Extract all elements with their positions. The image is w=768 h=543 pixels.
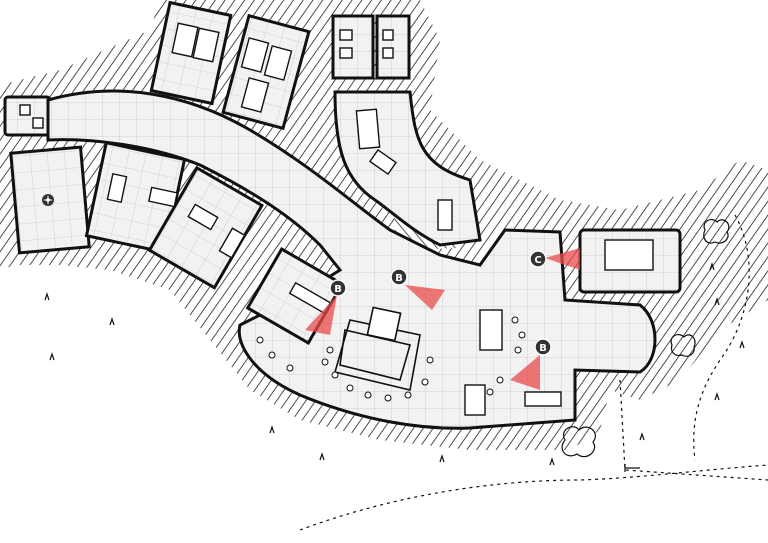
trail — [693, 214, 750, 461]
bed — [218, 227, 246, 259]
room-north-small-2 — [375, 14, 411, 80]
shrub — [670, 333, 696, 357]
marker-c-east[interactable]: C — [529, 250, 547, 268]
bed — [192, 27, 220, 63]
starburst-icon — [42, 194, 54, 206]
table — [479, 309, 503, 351]
corridor-main — [46, 89, 657, 430]
svg-text:B: B — [395, 273, 403, 284]
marker-b-center[interactable]: B — [390, 268, 408, 286]
chest — [32, 117, 44, 129]
svg-text:B: B — [334, 284, 342, 295]
crate — [382, 47, 394, 59]
room-west-entry — [3, 95, 52, 137]
shrub — [561, 426, 596, 458]
bed — [240, 77, 270, 113]
table — [368, 148, 398, 176]
table — [604, 239, 654, 271]
cone-b-west — [305, 295, 337, 335]
crate — [339, 29, 353, 41]
svg-text:C: C — [534, 255, 541, 266]
central-shrine — [333, 306, 421, 391]
sight-cones — [305, 248, 580, 390]
cone-c-east — [545, 248, 580, 270]
cone-b-south — [510, 355, 540, 390]
crate — [382, 29, 394, 41]
trail — [299, 464, 768, 531]
bed — [437, 199, 453, 231]
bed — [187, 203, 219, 231]
stools — [256, 316, 526, 402]
chest — [19, 104, 31, 116]
bed — [263, 45, 293, 81]
room-north-small-1 — [331, 14, 375, 80]
bed — [240, 37, 270, 73]
table — [524, 391, 562, 407]
marker-b-south[interactable]: B — [534, 338, 552, 356]
exterior — [44, 214, 768, 531]
table — [355, 108, 381, 150]
marker-b-west[interactable]: B — [329, 279, 347, 297]
crate — [339, 47, 353, 59]
grass — [44, 262, 745, 466]
bed — [106, 172, 128, 204]
exit-marker — [624, 464, 640, 472]
shrub — [703, 218, 730, 244]
bed — [171, 22, 199, 58]
markers: B B C B — [329, 250, 552, 356]
trail — [619, 379, 768, 481]
table — [464, 384, 486, 416]
bed — [147, 186, 179, 208]
furniture — [19, 22, 654, 416]
cone-b-center — [405, 285, 445, 310]
svg-text:B: B — [539, 343, 547, 354]
